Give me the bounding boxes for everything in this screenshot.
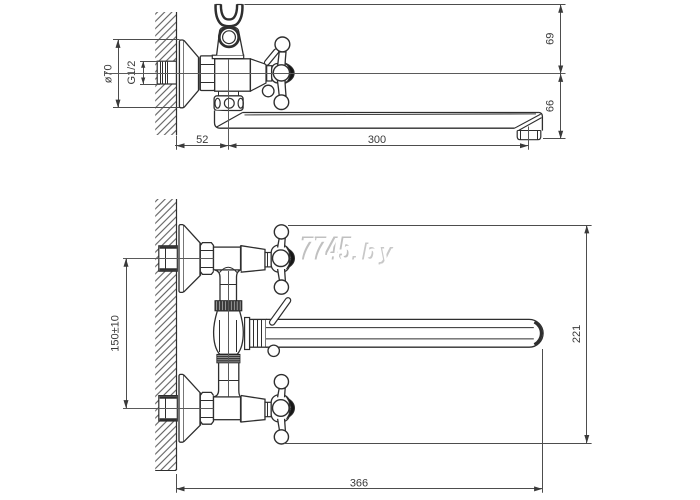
svg-text:G1/2: G1/2 <box>126 61 138 85</box>
svg-text:.by: .by <box>353 240 397 266</box>
svg-text:366: 366 <box>350 477 368 489</box>
svg-text:7745: 7745 <box>302 232 354 269</box>
svg-text:.by: .by <box>352 238 396 264</box>
svg-text:221: 221 <box>571 325 583 343</box>
svg-text:150±10: 150±10 <box>110 315 122 352</box>
svg-text:69: 69 <box>545 33 557 45</box>
svg-text:66: 66 <box>545 100 557 112</box>
svg-text:52: 52 <box>196 134 208 146</box>
svg-text:7745: 7745 <box>300 230 352 267</box>
svg-text:300: 300 <box>368 134 386 146</box>
